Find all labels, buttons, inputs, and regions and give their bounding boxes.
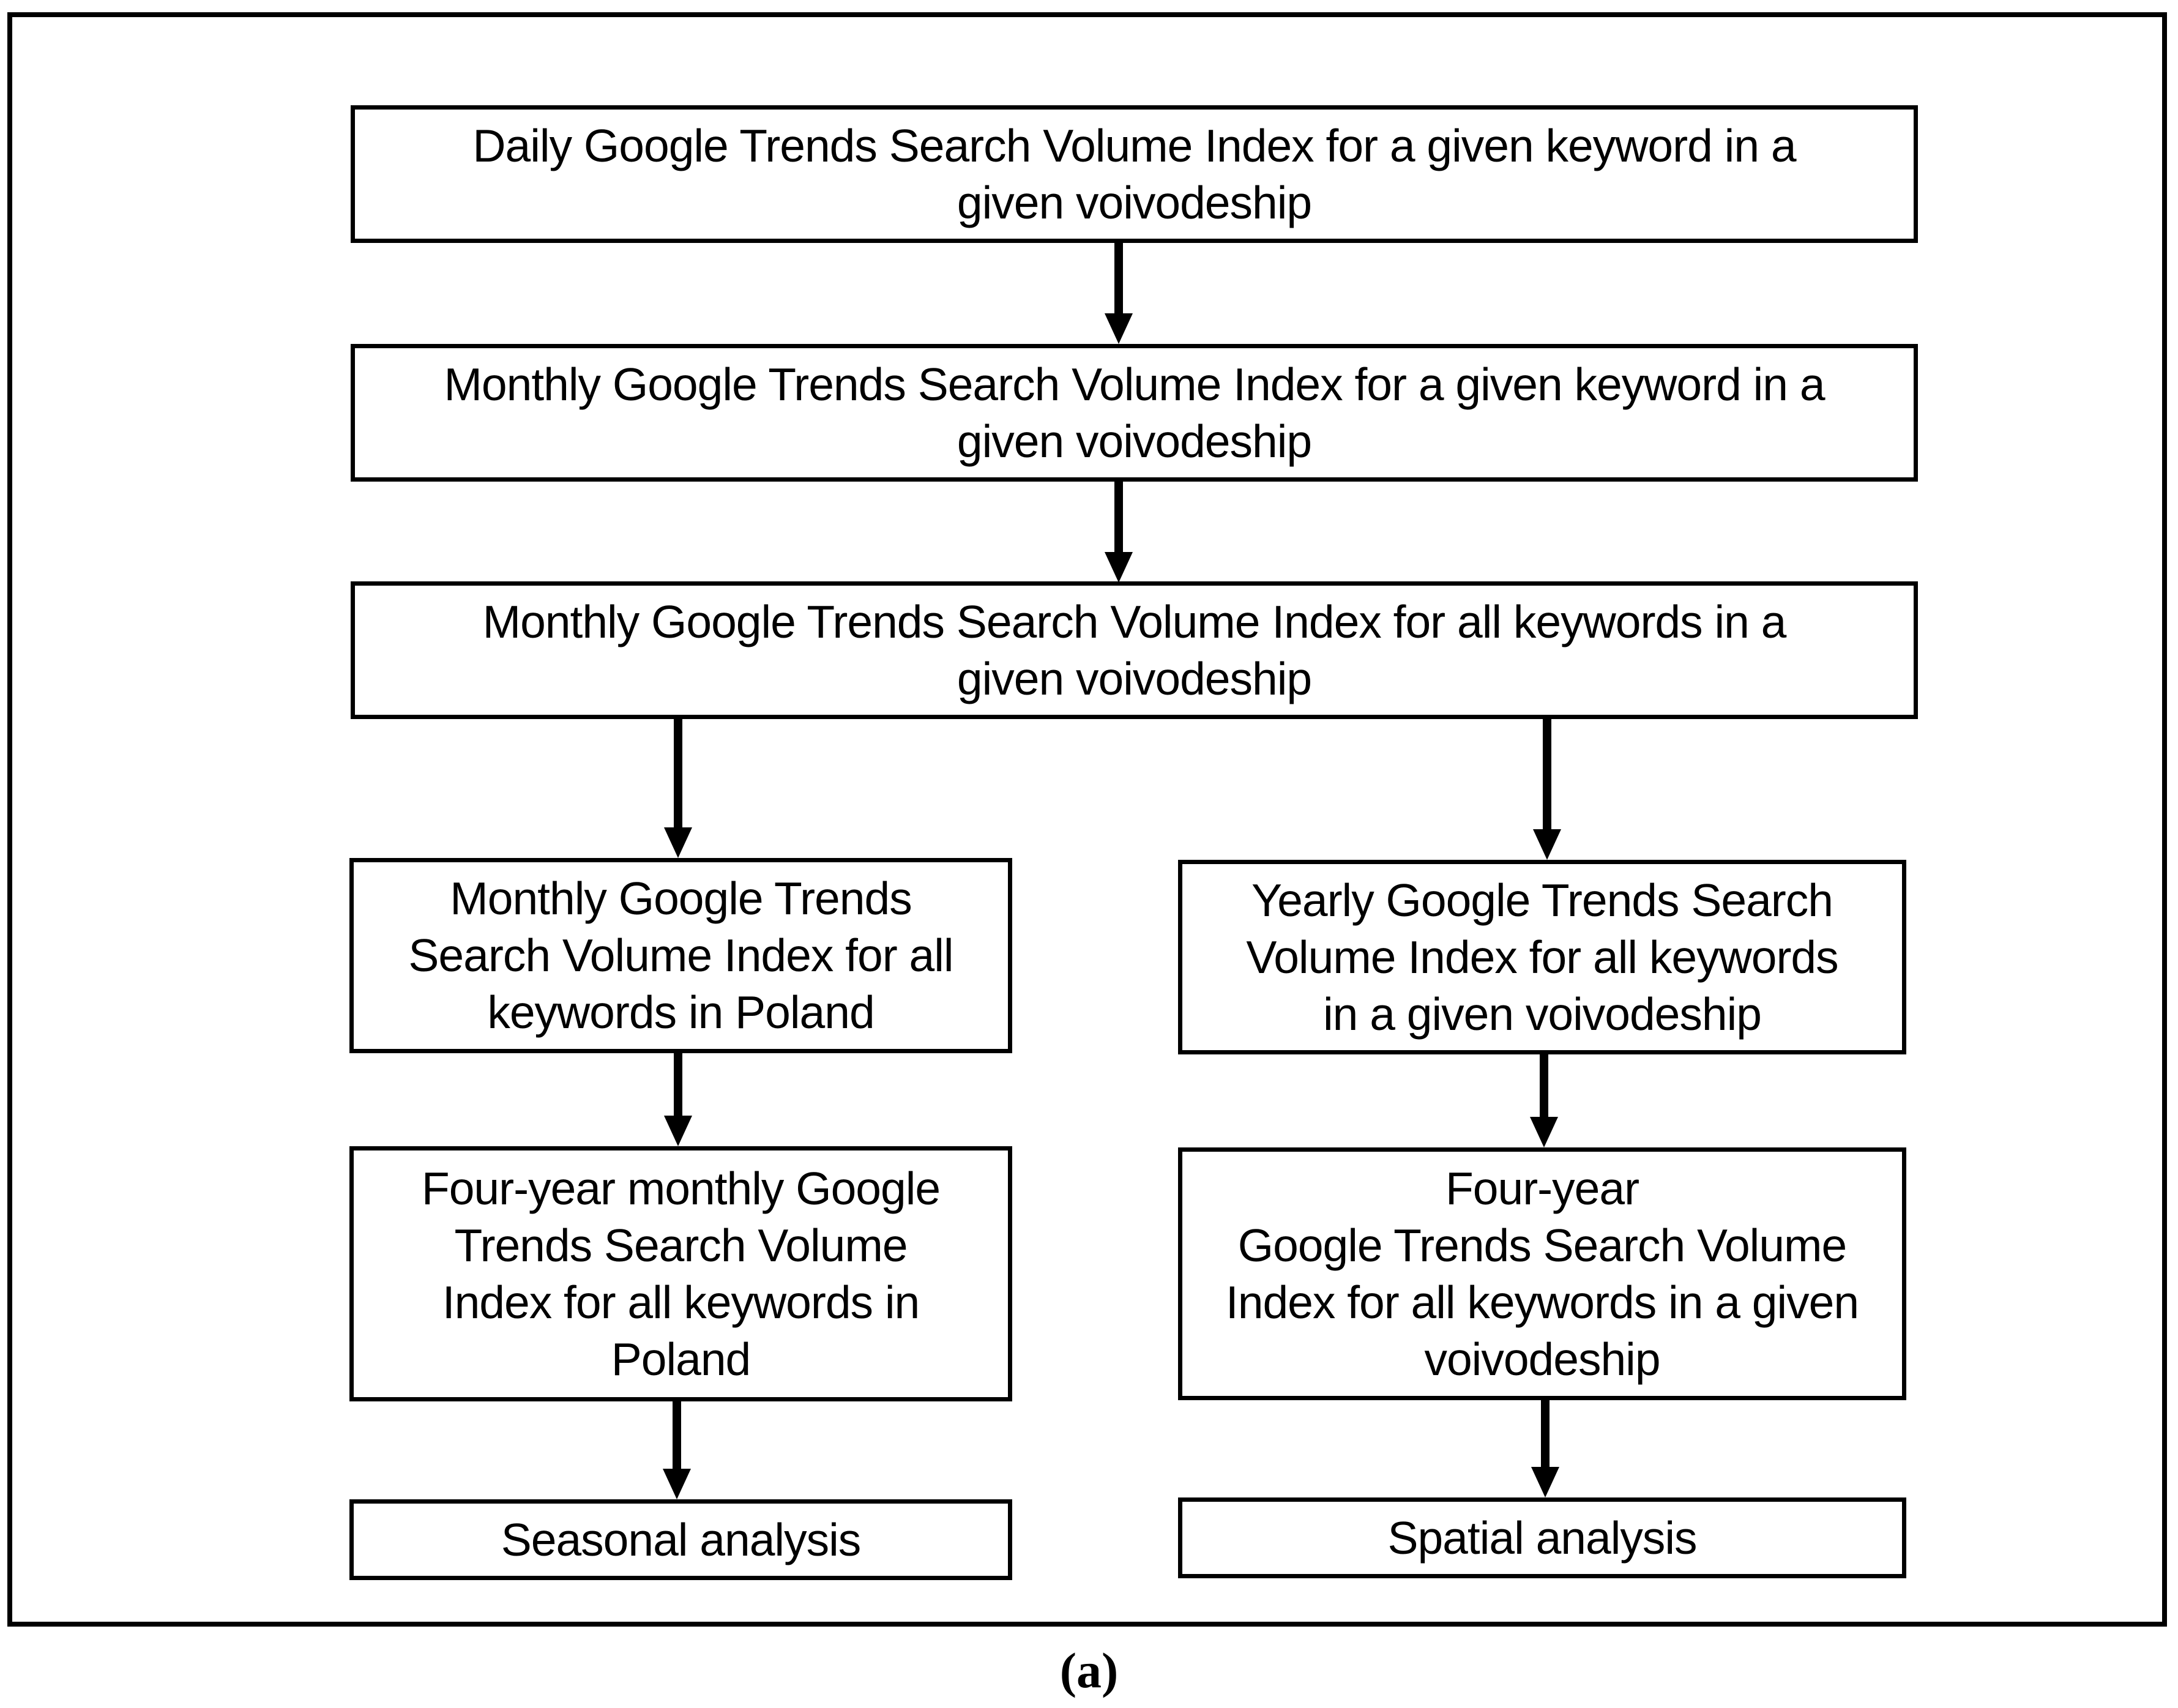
node-fouryear-poland-svi: Four-year monthly Google Trends Search V… [349, 1146, 1012, 1401]
arrow-to-monthly-poland-shaft [674, 719, 682, 829]
arrow-to-seasonal-head [663, 1469, 691, 1499]
figure-caption: (a) [1059, 1643, 1119, 1698]
arrow-monthly-keyword-to-all-head [1105, 552, 1133, 583]
arrow-to-spatial-shaft [1541, 1400, 1550, 1468]
arrow-to-fouryear-voivodeship-head [1530, 1117, 1558, 1147]
node-fouryear-voivodeship-svi: Four-year Google Trends Search Volume In… [1178, 1147, 1906, 1400]
node-daily-svi: Daily Google Trends Search Volume Index … [351, 105, 1918, 243]
arrow-daily-to-monthly-head [1105, 313, 1133, 344]
arrow-monthly-keyword-to-all-shaft [1114, 482, 1123, 553]
arrow-to-spatial-head [1531, 1467, 1559, 1497]
arrow-to-yearly-voivodeship-head [1533, 829, 1561, 860]
node-spatial-analysis: Spatial analysis [1178, 1497, 1906, 1578]
arrow-to-fouryear-poland-shaft [674, 1053, 682, 1117]
node-monthly-keyword-svi: Monthly Google Trends Search Volume Inde… [351, 344, 1918, 482]
arrow-to-yearly-voivodeship-shaft [1543, 719, 1551, 830]
arrow-daily-to-monthly-shaft [1114, 243, 1123, 315]
node-monthly-all-keywords-svi: Monthly Google Trends Search Volume Inde… [351, 581, 1918, 719]
arrow-to-fouryear-voivodeship-shaft [1540, 1054, 1548, 1118]
node-yearly-voivodeship-svi: Yearly Google Trends Search Volume Index… [1178, 860, 1906, 1054]
arrow-to-seasonal-shaft [673, 1401, 681, 1470]
node-seasonal-analysis: Seasonal analysis [349, 1499, 1012, 1580]
node-monthly-poland-svi: Monthly Google Trends Search Volume Inde… [349, 858, 1012, 1053]
arrow-to-monthly-poland-head [664, 827, 692, 858]
arrow-to-fouryear-poland-head [664, 1116, 692, 1146]
